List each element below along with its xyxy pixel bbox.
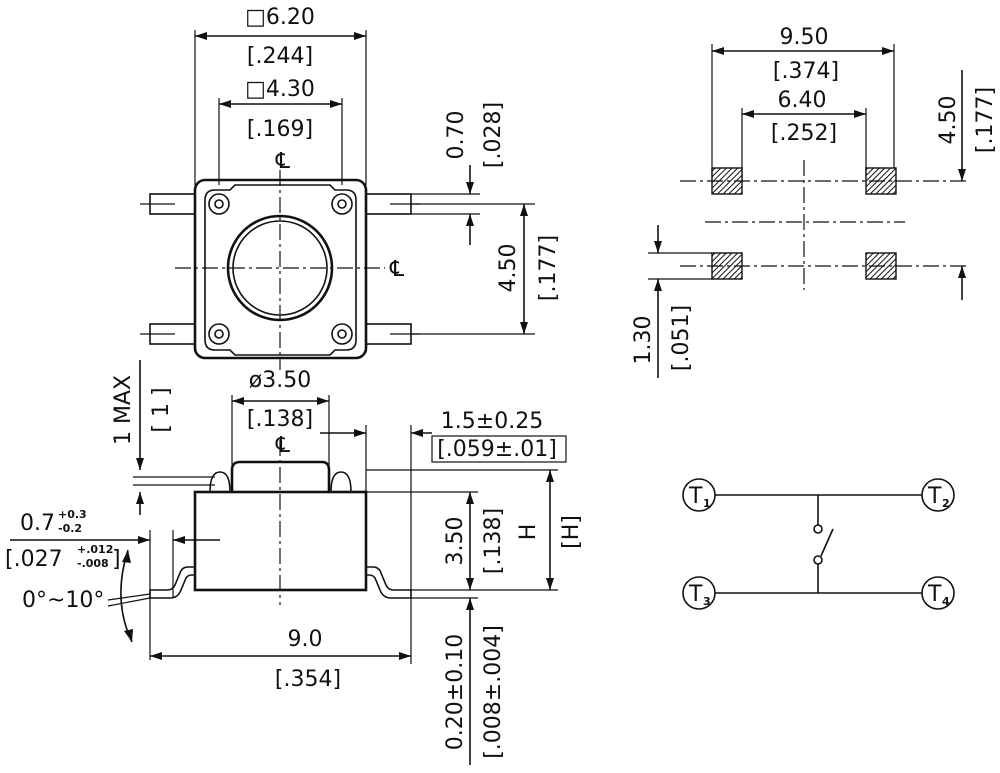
- span-dimension: 9.0 [.354]: [150, 598, 412, 692]
- inner-pitch-label: 6.40: [778, 88, 827, 113]
- total-height-label: H: [516, 524, 541, 541]
- row-pitch-inch-label: [.177]: [973, 87, 998, 153]
- max-gap-dimension: 1 MAX [ 1 ]: [111, 360, 215, 515]
- terminal-t4-letter: T: [927, 582, 942, 607]
- schematic-view: T 1 T 2 T 3 T 4: [682, 478, 955, 610]
- angle-dimension: 0°~10°: [22, 549, 151, 643]
- lead-length-dimension: 0.7 +0.3 -0.2 [.027 +.012 -.008 ]: [5, 508, 220, 660]
- body-height-label: 3.50: [443, 517, 468, 566]
- lead-length-tol-plus: +0.3: [58, 508, 87, 521]
- terminal-t2-letter: T: [927, 484, 942, 509]
- outer-pitch-label: 9.50: [780, 25, 829, 50]
- terminal-t1: T 1: [682, 478, 716, 512]
- offset-inch-label: [.059±.01]: [437, 437, 557, 462]
- pin-pitch-label: 4.50: [496, 244, 521, 293]
- lead-thickness-inch-label: [.008±.004]: [481, 625, 506, 759]
- pad-height-label: 1.30: [631, 316, 656, 365]
- inner-width-dimension: □4.30 [.169]: [218, 77, 343, 185]
- body-width-label: □6.20: [245, 5, 315, 30]
- lead-length-inch-close: ]: [112, 547, 121, 572]
- actuator-diameter-dimension: ø3.50 [.138]: [231, 368, 330, 465]
- inner-width-label: □4.30: [245, 77, 315, 102]
- body-height-inch-label: [.138]: [481, 508, 506, 574]
- lead-length-inch-base: [.027: [5, 547, 63, 572]
- lead-length-label: 0.7: [20, 511, 55, 536]
- body-width-inch-label: [.244]: [247, 44, 313, 69]
- pad-height-inch-label: [.051]: [669, 305, 694, 371]
- lead-width-dimension: 0.70 [.028]: [411, 102, 506, 245]
- pad-height-dimension: 1.30 [.051]: [631, 225, 712, 378]
- terminal-t3: T 3: [682, 576, 716, 610]
- lead-width-inch-label: [.028]: [481, 102, 506, 168]
- side-view: 1 MAX [ 1 ] ø3.50 [.138] ℄ 1.5±0.25 [.05…: [5, 360, 584, 765]
- side-centerline-mark: ℄: [275, 433, 291, 458]
- max-gap-inch-label: [ 1 ]: [149, 387, 174, 432]
- offset-label: 1.5±0.25: [441, 409, 543, 434]
- pin-pitch-inch-label: [.177]: [536, 235, 561, 301]
- top-view: □6.20 [.244] □4.30 [.169] ℄: [140, 5, 561, 370]
- terminal-t2-sub: 2: [942, 497, 950, 510]
- terminal-t1-letter: T: [688, 484, 703, 509]
- inner-pitch-dimension: 6.40 [.252]: [741, 88, 867, 180]
- max-gap-label: 1 MAX: [111, 375, 136, 445]
- pin-pitch-dimension: 4.50 [.177]: [411, 203, 561, 335]
- inner-pitch-inch-label: [.252]: [771, 121, 837, 146]
- terminal-t4: T 4: [921, 576, 955, 610]
- top-centerline-mark-side: ℄: [389, 257, 405, 282]
- lead-length-inch-tol-minus: -.008: [77, 557, 109, 570]
- angle-label: 0°~10°: [22, 588, 104, 613]
- terminal-t2: T 2: [921, 478, 955, 512]
- body-height-dimension: 3.50 [.138]: [366, 491, 506, 590]
- footprint-view: 9.50 [.374] 6.40 [.252] 4.50 [.1: [631, 25, 998, 378]
- side-actuator: [230, 460, 331, 492]
- right-lead: [366, 566, 412, 599]
- corner-holes: [208, 193, 353, 345]
- span-label: 9.0: [288, 627, 323, 652]
- lead-width-label: 0.70: [444, 111, 469, 160]
- body-width-dimension: □6.20 [.244]: [194, 5, 367, 185]
- lead-thickness-label: 0.20±0.10: [443, 634, 468, 750]
- top-centerline-mark: ℄: [275, 149, 291, 174]
- terminal-t4-sub: 4: [942, 595, 950, 608]
- outer-pitch-dimension: 9.50 [.374]: [711, 25, 895, 180]
- inner-width-inch-label: [.169]: [247, 117, 313, 142]
- total-height-inch-label: [H]: [559, 515, 584, 549]
- lead-length-inch-tol-plus: +.012: [77, 543, 113, 556]
- total-height-dimension: H [H]: [366, 469, 584, 591]
- lead-length-tol-minus: -0.2: [58, 522, 82, 535]
- offset-dimension: 1.5±0.25 [.059±.01]: [320, 409, 567, 590]
- lead-thickness-dimension: 0.20±0.10 [.008±.004]: [411, 597, 506, 765]
- actuator-diameter-inch-label: [.138]: [247, 407, 313, 432]
- row-pitch-dimension: 4.50 [.177]: [936, 70, 998, 300]
- terminal-t3-sub: 3: [703, 595, 711, 608]
- span-inch-label: [.354]: [275, 667, 341, 692]
- actuator-diameter-label: ø3.50: [249, 368, 311, 393]
- terminal-t3-letter: T: [688, 582, 703, 607]
- outer-pitch-inch-label: [.374]: [773, 59, 839, 84]
- row-pitch-label: 4.50: [936, 96, 961, 145]
- terminal-t1-sub: 1: [703, 497, 711, 510]
